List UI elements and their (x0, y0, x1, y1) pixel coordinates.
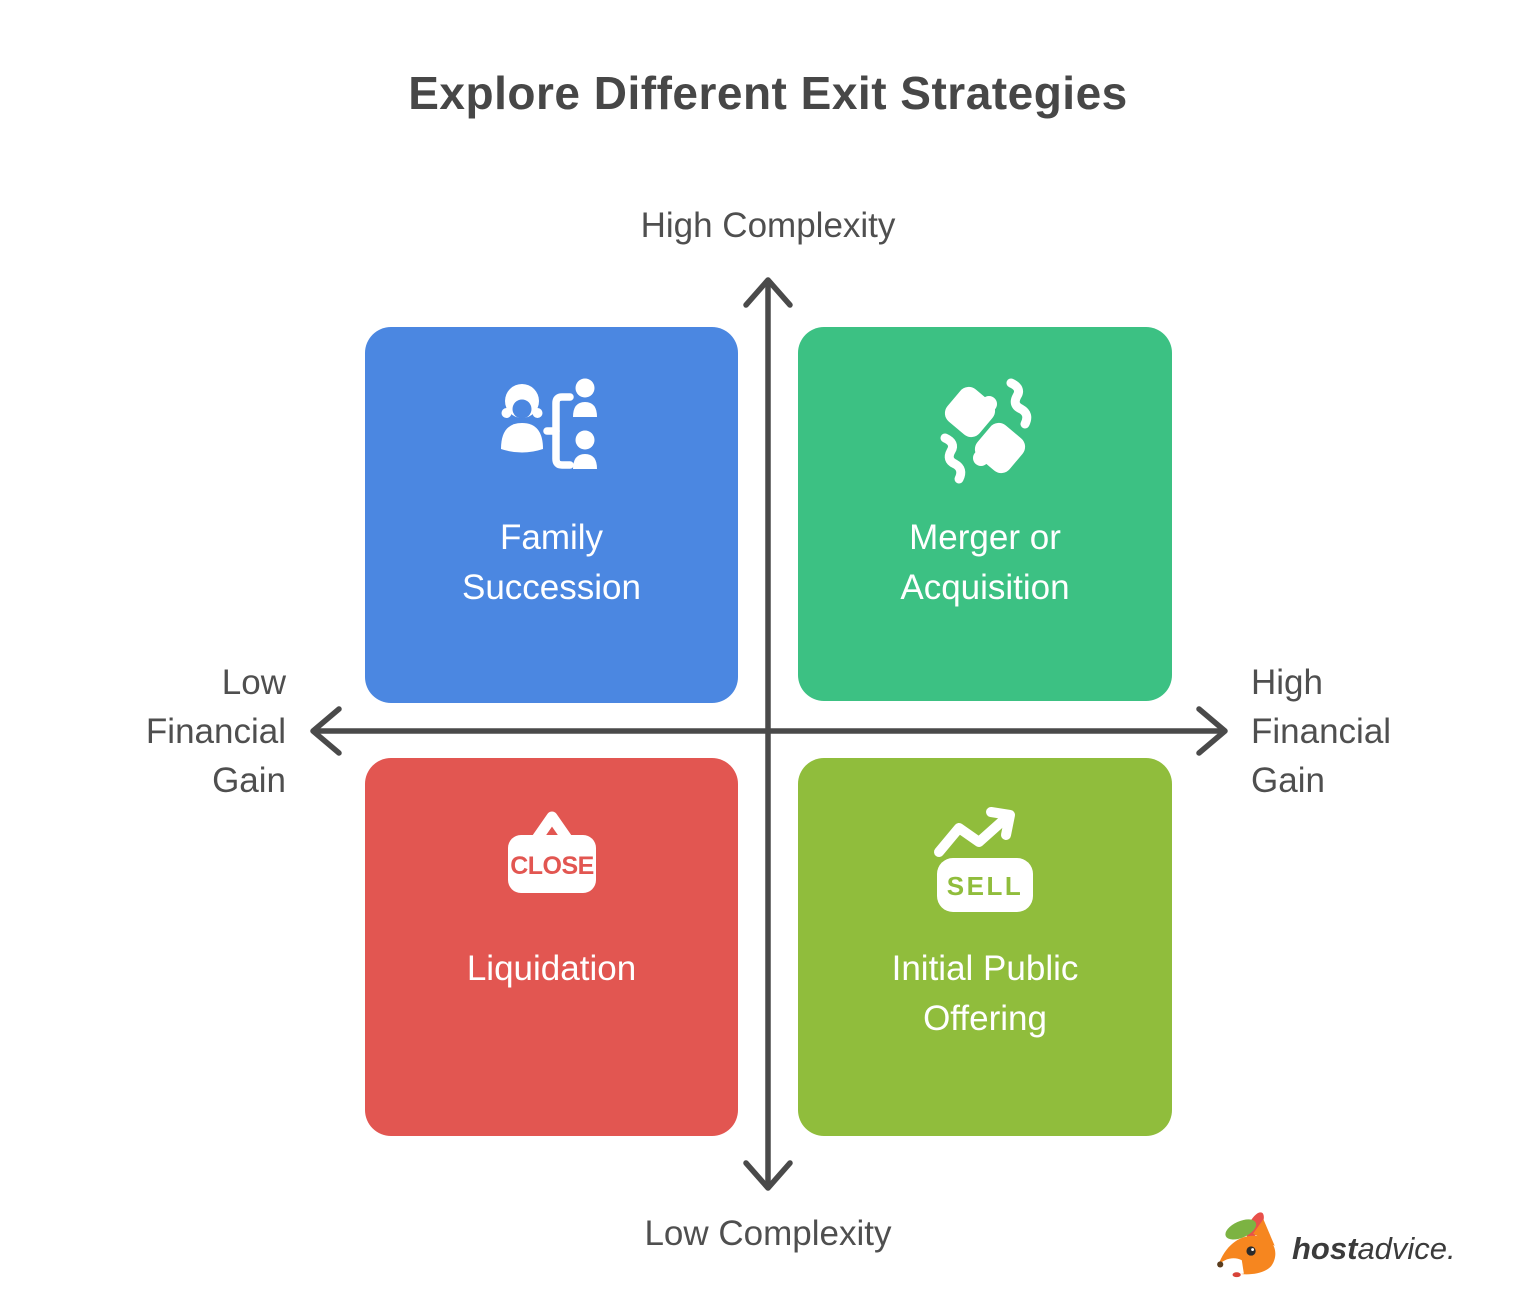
axis-label-line: Financial (145, 712, 286, 751)
logo-wordmark: hostadvice. (1292, 1231, 1456, 1267)
family-succession-icon (500, 378, 597, 469)
axis-label-low-financial-gain: Low Financial Gain (0, 658, 286, 805)
close-sign-icon: CLOSE (507, 811, 596, 893)
arrowhead-right-icon (1196, 706, 1228, 756)
quadrant-label: Merger or Acquisition (900, 518, 1070, 607)
axes-lines (310, 277, 1228, 1191)
quadrant-family-succession: Family Succession (365, 327, 738, 703)
quadrant-label: Initial Public Offering (891, 949, 1079, 1038)
axis-label-high-complexity: High Complexity (640, 206, 896, 245)
sell-sign-text: SELL (947, 871, 1023, 901)
page-title: Explore Different Exit Strategies (408, 67, 1128, 119)
axis-label-line: High (1251, 663, 1323, 702)
quadrant-label: Family Succession (462, 518, 641, 607)
fox-mascot-icon (1217, 1212, 1276, 1278)
axis-label-line: Gain (212, 761, 286, 800)
quadrant-liquidation: CLOSE Liquidation (365, 758, 738, 1136)
axis-label-line: Gain (1251, 761, 1325, 800)
logo-word-host: host (1292, 1231, 1358, 1266)
arrowhead-up-icon (743, 277, 793, 308)
axis-label-high-financial-gain: High Financial Gain (1251, 658, 1536, 805)
logo-word-advice: advice. (1357, 1231, 1456, 1266)
arrowhead-down-icon (743, 1160, 793, 1191)
quadrant-initial-public-offering: SELL Initial Public Offering (798, 758, 1172, 1136)
merger-acquisition-icon (940, 378, 1032, 484)
close-sign-text: CLOSE (510, 852, 594, 880)
arrowhead-left-icon (310, 706, 342, 756)
quadrant-label: Liquidation (466, 949, 637, 988)
sell-sign-icon: SELL (934, 807, 1033, 912)
axis-label-low-complexity: Low Complexity (644, 1214, 892, 1253)
hostadvice-logo: hostadvice. (1212, 1206, 1456, 1292)
axis-label-line: Low (221, 663, 286, 702)
quadrant-merger-acquisition: Merger or Acquisition (798, 327, 1172, 701)
axis-label-line: Financial (1251, 712, 1392, 751)
